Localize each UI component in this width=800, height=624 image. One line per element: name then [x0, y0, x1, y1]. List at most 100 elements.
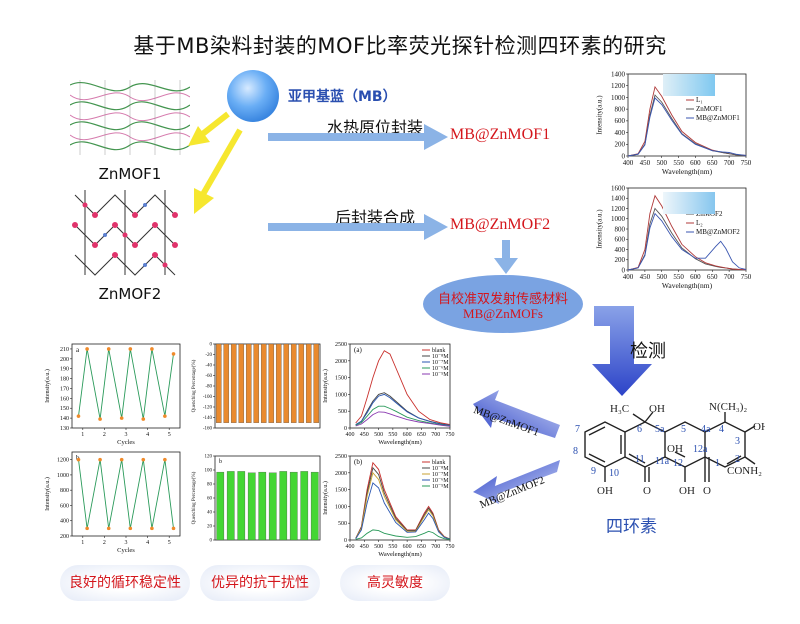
bar: [247, 472, 256, 541]
legend-entry: L₁: [696, 96, 703, 104]
x-tick-label: 500: [656, 273, 667, 281]
panel-label: b: [219, 459, 222, 465]
analyte-label: 四环素: [606, 517, 657, 537]
y-tick-label: 20: [207, 525, 213, 530]
sensor-ellipse: [423, 275, 583, 333]
x-tick-label: 550: [673, 273, 684, 281]
y-tick-label: 1200: [57, 458, 69, 464]
atom-12: 12: [673, 458, 683, 469]
x-tick-label: 1: [81, 540, 84, 546]
y-tick-label: -20: [205, 353, 212, 358]
sensor-line1: 自校准双发射传感材料: [437, 292, 568, 307]
y-tick-label: 200: [615, 141, 626, 149]
y-tick-label: 600: [615, 236, 626, 244]
x-tick-label: 650: [707, 273, 718, 281]
y-tick-label: 200: [60, 534, 69, 540]
bar: [298, 343, 305, 423]
bar: [268, 343, 275, 423]
x-axis-label: Wavelength(nm): [378, 439, 422, 446]
bar: [226, 471, 235, 541]
data-point: [85, 347, 89, 351]
legend-entry: ZnMOF1: [696, 105, 723, 113]
x-tick-label: 400: [346, 432, 355, 438]
legend-entry: 10⁻⁶M: [432, 366, 449, 372]
x-tick-label: 650: [417, 544, 426, 550]
x-tick-label: 4: [146, 432, 149, 438]
y-axis-label: Quenching Percentage(%): [192, 359, 197, 412]
route1-product: MB@ZnMOF1: [450, 126, 551, 143]
x-tick-label: 750: [741, 159, 752, 167]
y-tick-label: 1600: [611, 184, 626, 192]
bar: [283, 343, 290, 423]
x-tick-label: 450: [360, 432, 369, 438]
y-tick-label: -120: [203, 406, 213, 411]
atom-12a: 12a: [693, 444, 708, 455]
x-tick-label: 700: [724, 159, 735, 167]
bar: [216, 471, 225, 541]
series-line-0: [355, 350, 451, 426]
legend-entry: L₂: [696, 219, 703, 227]
series-line-2: [355, 471, 451, 540]
x-axis-label: Cycles: [117, 439, 135, 446]
y-tick-label: 1200: [611, 205, 626, 213]
x-tick-label: 450: [640, 273, 651, 281]
y-axis-label: Intensity(a.u.): [596, 209, 604, 249]
anti-interference-label: 优异的抗干扰性: [200, 565, 320, 601]
x-tick-label: 5: [168, 540, 171, 546]
bar: [310, 471, 319, 541]
x-tick-label: 400: [623, 159, 634, 167]
legend-entry: 10⁻⁸M: [432, 466, 449, 472]
x-tick-label: 700: [724, 273, 735, 281]
bar: [230, 343, 237, 423]
y-tick-label: 180: [60, 377, 69, 383]
data-point: [85, 526, 89, 531]
series-line-1: [627, 94, 747, 157]
y-tick-label: 1500: [335, 488, 347, 494]
group-o1: O: [703, 485, 711, 497]
y-tick-label: 2500: [335, 454, 347, 460]
series-line-3: [355, 405, 451, 427]
y-tick-label: 500: [338, 409, 347, 415]
y-tick-label: -160: [203, 427, 213, 432]
legend-entry: 10⁻⁶M: [432, 478, 449, 484]
x-tick-label: 750: [741, 273, 752, 281]
route1-arrow-icon: [268, 124, 448, 150]
data-point: [98, 457, 102, 462]
series-line-0: [78, 348, 174, 420]
y-tick-label: 140: [60, 416, 69, 422]
x-tick-label: 600: [403, 432, 412, 438]
atom-3: 3: [735, 436, 740, 447]
bar: [223, 343, 230, 423]
legend-entry: 10⁻⁷M: [432, 360, 449, 366]
series-line-2: [627, 97, 747, 157]
panel-label: a: [76, 346, 80, 354]
series-line-0: [627, 207, 747, 271]
group-oh12: OH: [679, 485, 695, 497]
group-oh3: OH: [753, 421, 765, 433]
series-line-1: [627, 194, 747, 271]
legend-entry: ZnMOF2: [696, 210, 723, 218]
atom-1: 1: [715, 458, 720, 469]
tetracycline-structure: 7 8 9 10 6 5a 5 4a 4 3 2 1 11 11a 12 12a…: [573, 402, 765, 497]
y-tick-label: 1000: [611, 94, 626, 102]
y-tick-label: -100: [203, 395, 213, 400]
y-tick-label: 2000: [335, 471, 347, 477]
y-tick-label: 100: [205, 469, 213, 474]
data-point: [150, 526, 154, 531]
data-point: [128, 347, 133, 351]
arrow-to-znmof2-icon: [194, 188, 214, 214]
atom-4: 4: [719, 424, 724, 435]
x-tick-label: 3: [125, 432, 128, 438]
atom-7: 7: [575, 424, 580, 435]
mof1-photo-inset: [663, 74, 715, 96]
x-tick-label: 500: [374, 544, 383, 550]
atom-5a: 5a: [655, 424, 665, 435]
y-tick-label: 40: [207, 511, 213, 516]
y-tick-label: 1000: [335, 392, 347, 398]
chart-7-frame: [349, 455, 451, 541]
